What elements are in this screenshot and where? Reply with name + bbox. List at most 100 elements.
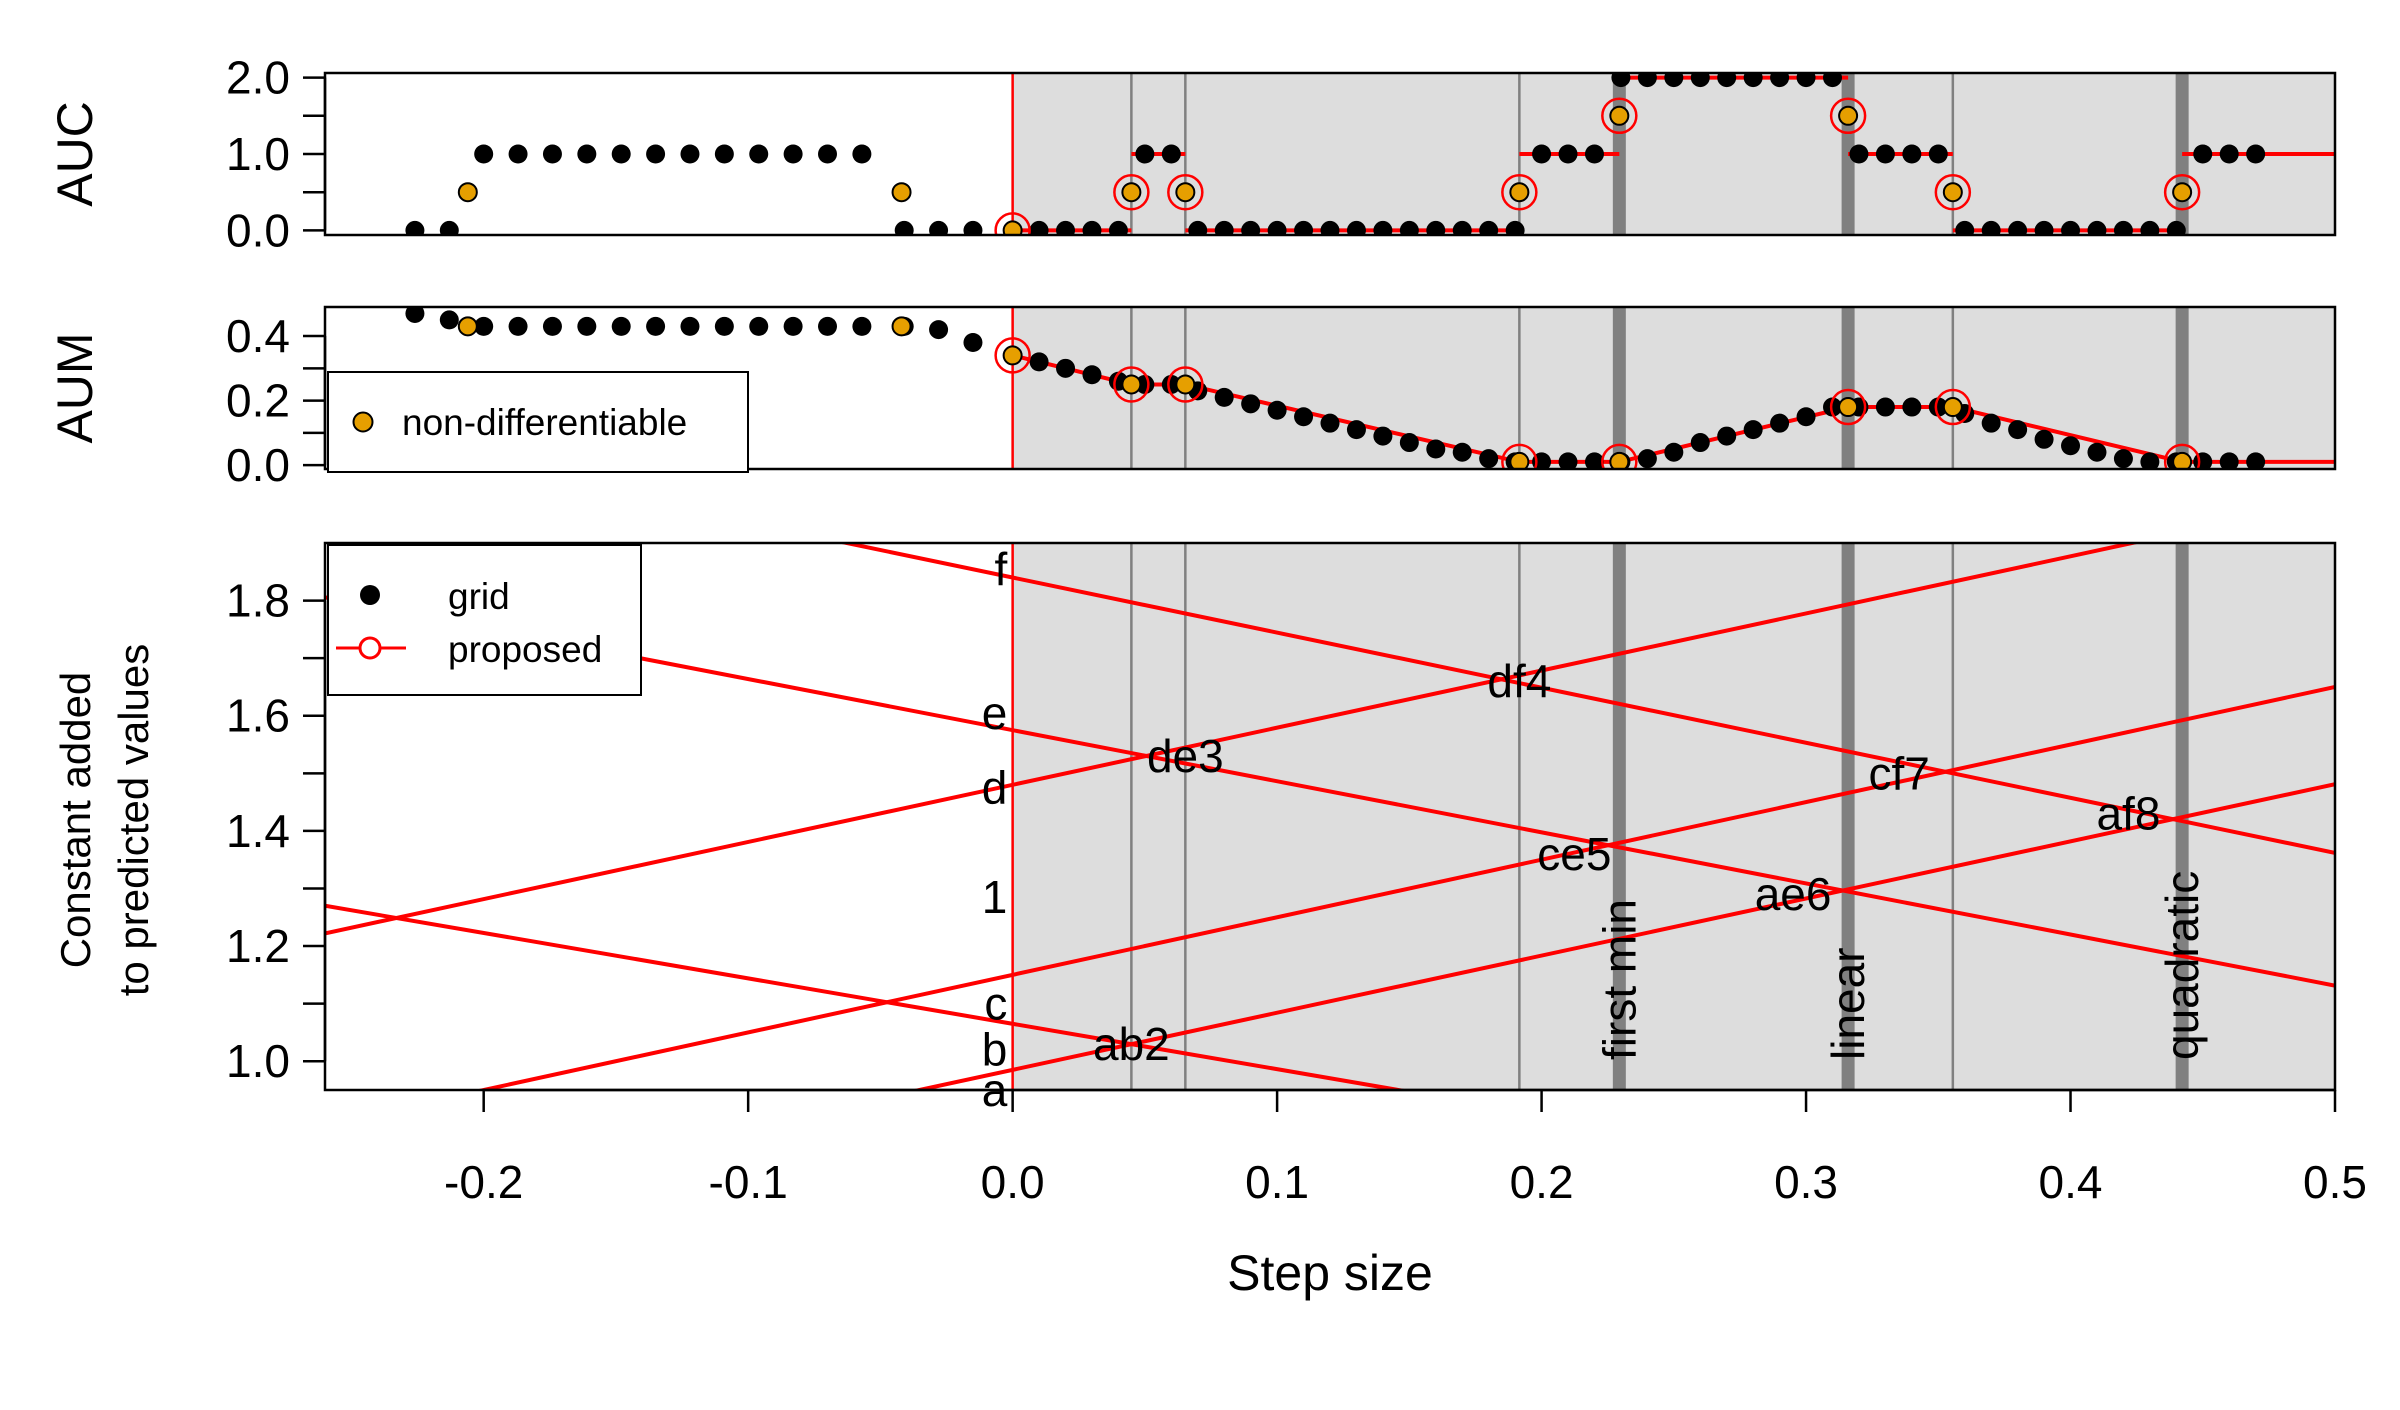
line-label-f: f (995, 543, 1008, 595)
grid-point (2034, 429, 2054, 449)
grid-point (1717, 426, 1737, 446)
grid-point (1426, 220, 1446, 235)
y-tick-label: 1.0 (226, 1035, 290, 1087)
line-e (325, 595, 2335, 988)
vline-label-quadratic: quadratic (2156, 871, 2208, 1060)
proposed-point (1167, 366, 1204, 403)
grid-point (1981, 413, 2001, 433)
line-label-d: d (982, 762, 1008, 814)
proposed-point (1601, 443, 1638, 469)
legend-label-non-differentiable: non-differentiable (402, 402, 687, 443)
grid-point (1161, 374, 1181, 394)
grid-point (852, 316, 872, 336)
intersection-label-cf7: cf7 (1868, 747, 1929, 799)
aum-panel: 0.00.20.4 AUM non-differentiable (47, 305, 2337, 491)
grid-point (1796, 73, 1816, 88)
grid-point (1717, 73, 1737, 88)
grid-point (2113, 449, 2133, 469)
grid-point (749, 144, 769, 164)
grid-point (1611, 73, 1631, 88)
grid-point (1690, 73, 1710, 88)
non-differentiable-point (1175, 374, 1196, 395)
y-tick-label: 1.2 (226, 920, 290, 972)
grid-point (474, 144, 494, 164)
grid-point (1452, 442, 1472, 462)
y-tick-label: 0.4 (226, 310, 290, 362)
non-differentiable-point (1609, 451, 1630, 469)
grid-point (577, 144, 597, 164)
y-tick-label: 1.8 (226, 575, 290, 627)
non-differentiable-point (1942, 397, 1963, 418)
grid-point (1928, 397, 1948, 417)
line-d (325, 543, 2142, 936)
legend-marker-non-differentiable (352, 411, 374, 433)
proposed-point (1934, 388, 1972, 426)
line-b (325, 903, 1411, 1090)
grid-point (1558, 144, 1578, 164)
grid-point (508, 144, 528, 164)
non-differentiable-point (1838, 105, 1859, 126)
grid-point (1108, 220, 1128, 235)
auc-ylabel: AUC (47, 101, 103, 207)
intersection-label-ab2: ab2 (1093, 1018, 1170, 1070)
grid-point (439, 220, 459, 235)
non-differentiable-point (1121, 182, 1142, 203)
non-differentiable-point (457, 316, 478, 337)
grid-point (1399, 433, 1419, 453)
grid-point (1294, 220, 1314, 235)
non-differentiable-point (1002, 345, 1023, 366)
x-tick-label: 0.0 (981, 1156, 1045, 1208)
lines-legend-box (327, 544, 642, 696)
grid-point (818, 316, 837, 336)
grid-point (2061, 220, 2081, 235)
aum-ylabel: AUM (47, 332, 103, 443)
grid-point (1955, 220, 1975, 235)
grid-point (1346, 420, 1366, 440)
grid-point (2087, 220, 2107, 235)
non-differentiable-point (2172, 451, 2193, 469)
x-tick-label: 0.4 (2039, 1156, 2103, 1208)
grid-point (1056, 358, 1076, 378)
y-tick-label: 0.2 (226, 375, 290, 427)
grid-point (2193, 144, 2213, 164)
shaded-region (1012, 73, 2335, 235)
grid-point (2034, 220, 2054, 235)
grid-point (1426, 439, 1446, 459)
grid-point (1584, 144, 1604, 164)
grid-point (1267, 400, 1287, 420)
grid-point (1082, 220, 1102, 235)
grid-point (963, 332, 983, 352)
x-tick-label: 0.3 (1774, 1156, 1838, 1208)
shaded-region (1012, 543, 2335, 1090)
non-differentiable-point (1509, 451, 1530, 469)
aum-legend-box (327, 371, 749, 473)
grid-point (1135, 144, 1155, 164)
grid-point (1875, 397, 1895, 417)
grid-point (1320, 220, 1340, 235)
legend-label-proposed: proposed (448, 629, 602, 670)
x-tick-label: 0.1 (1245, 1156, 1309, 1208)
grid-point (852, 144, 872, 164)
grid-point (2219, 452, 2239, 469)
grid-point (2246, 144, 2266, 164)
grid-point (680, 144, 700, 164)
grid-point (749, 316, 769, 336)
intersection-label-af8: af8 (2096, 788, 2160, 840)
intersection-label-ae6: ae6 (1755, 868, 1832, 920)
auc-panel: 0.01.02.0 AUC (47, 52, 2337, 256)
grid-point (1267, 220, 1287, 235)
proposed-point (1829, 388, 1867, 426)
x-axis-title: Step size (1227, 1245, 1433, 1301)
grid-point (1928, 144, 1948, 164)
non-differentiable-point (891, 182, 912, 203)
shaded-region (1012, 307, 2335, 469)
grid-point (508, 316, 528, 336)
y-tick-label: 1.6 (226, 690, 290, 742)
grid-point (1849, 144, 1869, 164)
grid-point (1479, 449, 1499, 469)
non-differentiable-point (1609, 105, 1630, 126)
grid-point (929, 320, 949, 340)
grid-point (680, 316, 700, 336)
